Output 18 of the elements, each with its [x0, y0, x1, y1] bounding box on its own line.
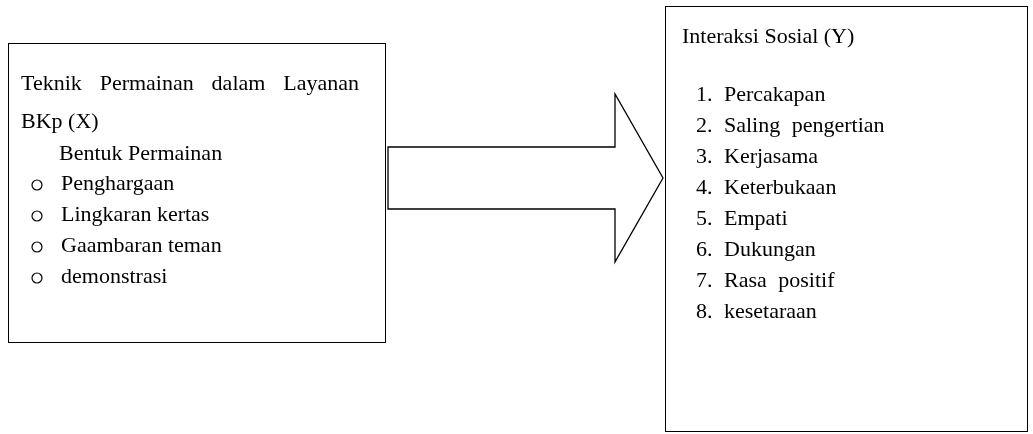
list-item: demonstrasi — [61, 262, 168, 290]
block-arrow — [387, 91, 664, 265]
list-item: 8. kesetaraan — [696, 297, 817, 325]
list-item: 4. Keterbukaan — [696, 173, 837, 201]
heading-text: Teknik Permainan dalam Layanan BKp (X) — [21, 69, 359, 135]
list-item: 2. Saling pengertian — [696, 111, 885, 139]
list-item: Gaambaran teman — [61, 231, 222, 259]
list-item: 7. Rasa positif — [696, 266, 835, 294]
list-item: Penghargaan — [61, 169, 175, 197]
list-item: 1. Percakapan — [696, 80, 826, 108]
list-item: 6. Dukungan — [696, 235, 816, 263]
subheading-text: Bentuk Permainan — [59, 139, 223, 167]
text-box — [8, 43, 386, 343]
list-item: 5. Empati — [696, 204, 788, 232]
list-item: 3. Kerjasama — [696, 142, 819, 170]
list-item: Lingkaran kertas — [61, 200, 210, 228]
text-box — [665, 6, 1028, 432]
heading-text: Interaksi Sosial (Y) — [682, 22, 855, 50]
